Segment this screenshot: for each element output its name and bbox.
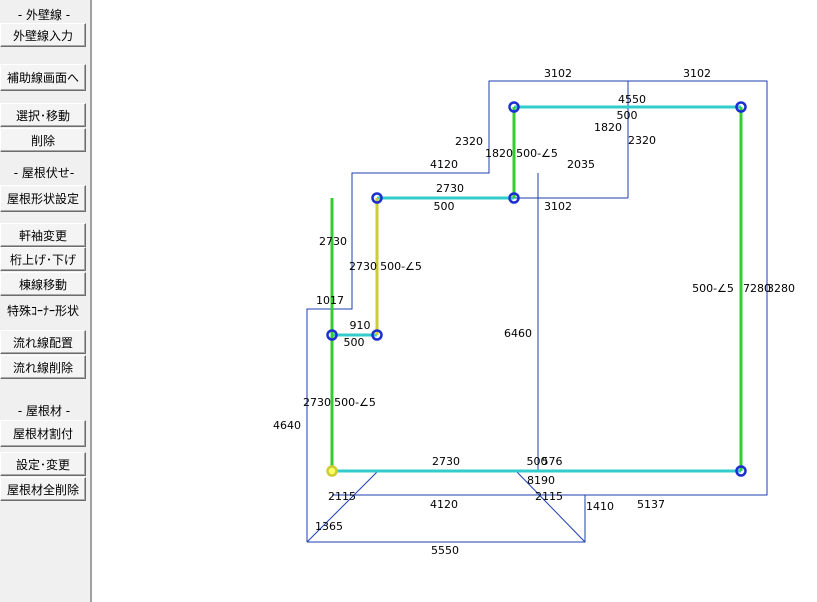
dim-label: 5137: [637, 498, 665, 511]
material-assign-button[interactable]: 屋根材割付: [0, 420, 86, 447]
vertex-nodes[interactable]: [326, 101, 747, 477]
material-delete-all-button[interactable]: 屋根材全削除: [0, 477, 86, 501]
roof-shape-button[interactable]: 屋根形状設定: [0, 185, 86, 212]
dim-label: 3102: [544, 67, 572, 80]
settings-change-button[interactable]: 設定･変更: [0, 452, 86, 476]
slope-label: 500-∠5: [380, 260, 422, 273]
slope-label: 500-∠5: [516, 147, 558, 160]
dim-label: 6460: [504, 327, 532, 340]
dim-label: 1820: [485, 147, 513, 160]
dim-label: 4640: [273, 419, 301, 432]
ridge-lines[interactable]: [330, 107, 743, 471]
section-label-material: - 屋根材 -: [17, 404, 71, 418]
dim-label: 4120: [430, 158, 458, 171]
dim-label: 2115: [328, 490, 356, 503]
dim-label: 2115: [535, 490, 563, 503]
purlin-raise-lower-button[interactable]: 桁上げ･下げ: [0, 247, 86, 271]
dim-label: 3102: [683, 67, 711, 80]
section-label-wall: - 外壁線 -: [17, 8, 71, 22]
flow-line-place-button[interactable]: 流れ線配置: [0, 330, 86, 354]
section-label-roof: - 屋根伏せ-: [13, 166, 75, 180]
hip-lines[interactable]: [332, 105, 741, 473]
dim-label: 4550: [618, 93, 646, 106]
select-move-button[interactable]: 選択･移動: [0, 103, 86, 127]
dim-label: 2320: [455, 135, 483, 148]
dim-label: 8190: [527, 474, 555, 487]
slope-label: 500-∠5: [692, 282, 734, 295]
ridge-move-button[interactable]: 棟線移動: [0, 272, 86, 296]
dim-label: 576: [542, 455, 563, 468]
slope-label: 500-∠5: [334, 396, 376, 409]
delete-button[interactable]: 削除: [0, 128, 86, 152]
eave-change-button[interactable]: 軒袖変更: [0, 223, 86, 247]
dim-label: 500: [527, 455, 548, 468]
dim-label: 910: [350, 319, 371, 332]
dim-label: 500: [434, 200, 455, 213]
dim-label: 1410: [586, 500, 614, 513]
selected-vertex-node[interactable]: [326, 465, 338, 477]
dim-label: 2730: [319, 235, 347, 248]
flow-line-delete-button[interactable]: 流れ線削除: [0, 355, 86, 379]
special-corner-button[interactable]: 特殊ｺｰﾅｰ形状: [0, 298, 86, 322]
dim-label: 7280: [743, 282, 771, 295]
dim-label: 2730: [432, 455, 460, 468]
dim-label: 2035: [567, 158, 595, 171]
dim-label: 2320: [628, 134, 656, 147]
dimension-labels: 3102 3102 4550 500 1820 2320 2320 1820 5…: [273, 67, 795, 557]
roof-drawing-canvas[interactable]: 3102 3102 4550 500 1820 2320 2320 1820 5…: [92, 0, 817, 602]
dim-label: 3280: [767, 282, 795, 295]
dim-label: 1017: [316, 294, 344, 307]
dim-label: 2730: [303, 396, 331, 409]
dim-label: 2730: [436, 182, 464, 195]
dim-label: 3102: [544, 200, 572, 213]
dim-label: 4120: [430, 498, 458, 511]
aux-screen-button[interactable]: 補助線画面へ: [0, 64, 86, 91]
wall-input-button[interactable]: 外壁線入力: [0, 23, 86, 47]
dim-label: 1820: [594, 121, 622, 134]
dim-label: 500: [344, 336, 365, 349]
dim-label: 1365: [315, 520, 343, 533]
sidebar-toolbar: - 外壁線 - 外壁線入力 補助線画面へ 選択･移動 削除 - 屋根伏せ- 屋根…: [0, 0, 92, 602]
dim-label: 2730: [349, 260, 377, 273]
dim-label: 5550: [431, 544, 459, 557]
dim-label: 500: [617, 109, 638, 122]
